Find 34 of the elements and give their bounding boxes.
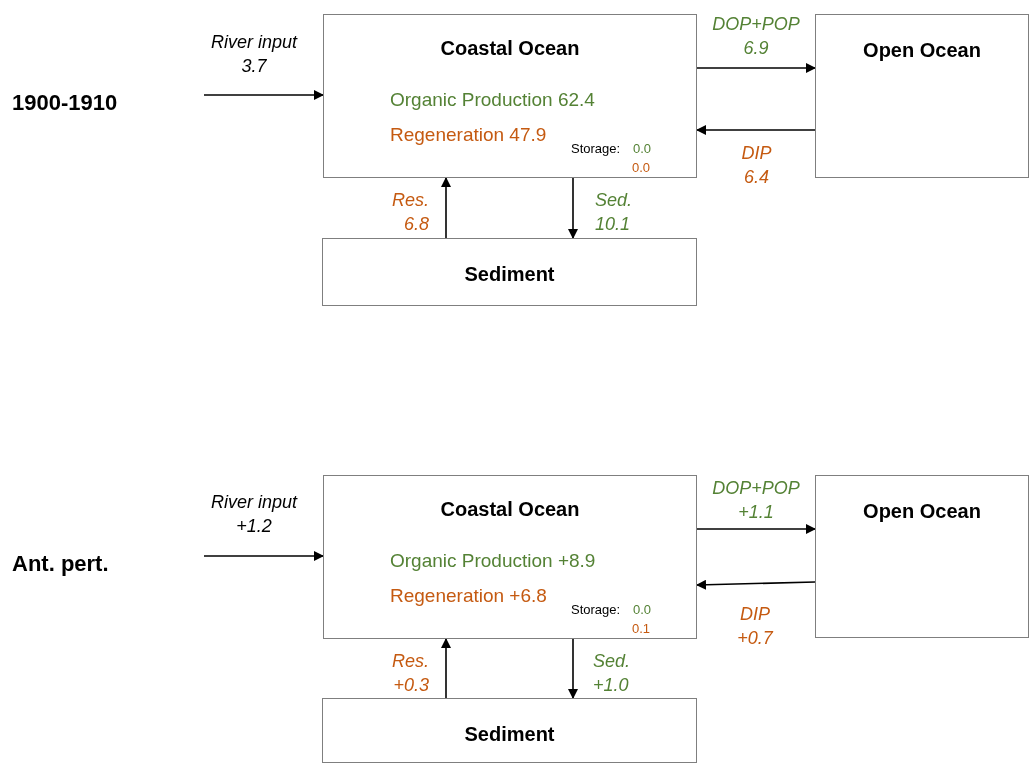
flux-box	[323, 475, 697, 639]
flux-value: 0.1	[632, 620, 651, 638]
flux-value: Regeneration +6.8	[390, 584, 547, 608]
box-title: Sediment	[463, 262, 556, 287]
arrow	[203, 551, 324, 561]
flux-value: Regeneration 47.9	[390, 123, 547, 147]
period-label: Ant. pert.	[12, 550, 109, 578]
flux-value: Organic Production 62.4	[390, 88, 595, 112]
storage-label: Storage:	[571, 140, 621, 158]
arrow	[203, 90, 324, 100]
box-title: Open Ocean	[862, 38, 982, 63]
arrow	[696, 125, 816, 135]
arrow	[441, 638, 451, 699]
box-title: Coastal Ocean	[439, 36, 581, 61]
flux-box	[322, 698, 697, 763]
flux-box	[322, 238, 697, 306]
flux-box	[323, 14, 697, 178]
box-title: Open Ocean	[862, 499, 982, 524]
flux-value: 0.0	[633, 140, 652, 158]
arrow	[696, 63, 816, 73]
storage-label: Storage:	[571, 601, 621, 619]
arrow	[441, 177, 451, 239]
arrow	[568, 638, 578, 699]
flux-value: 0.0	[633, 601, 652, 619]
arrow	[696, 524, 816, 534]
flux-box	[815, 475, 1029, 638]
flux-value: 0.0	[632, 159, 651, 177]
arrow	[568, 177, 578, 239]
flux-value: Organic Production +8.9	[390, 549, 596, 573]
box-title: Coastal Ocean	[439, 497, 581, 522]
period-label: 1900-1910	[12, 89, 118, 117]
box-title: Sediment	[463, 722, 556, 747]
flux-box	[815, 14, 1029, 178]
arrow	[696, 579, 816, 590]
